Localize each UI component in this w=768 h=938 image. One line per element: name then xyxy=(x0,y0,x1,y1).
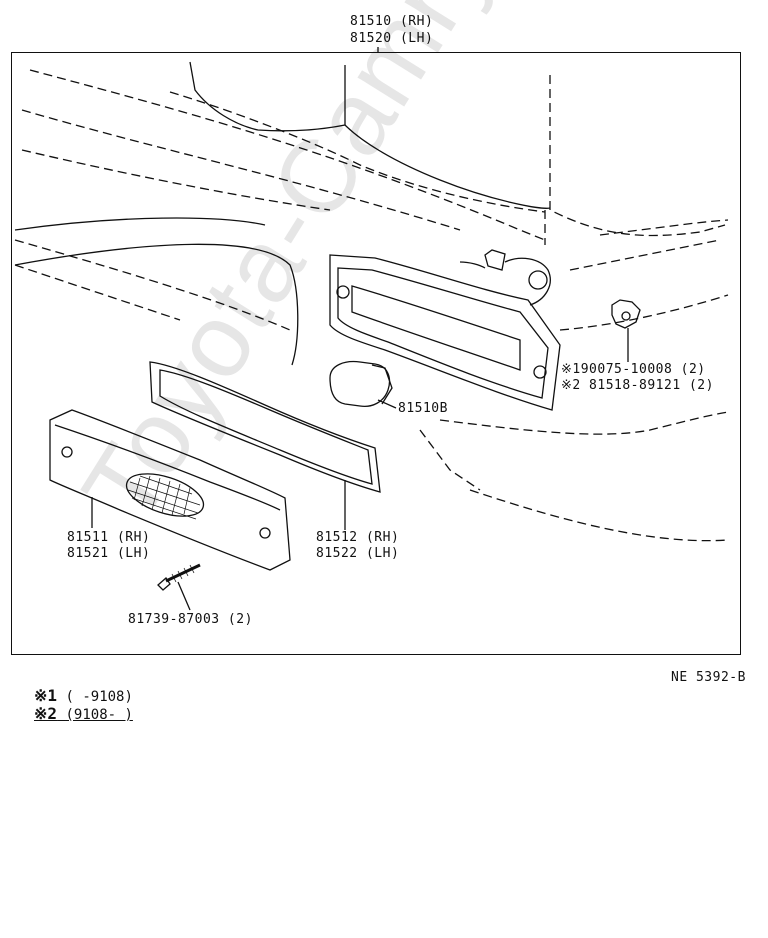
vehicle-body-outline xyxy=(14,69,729,542)
part-label-lens-rh: 81511 (RH) xyxy=(67,530,151,545)
assembly-rh-label: 81510 (RH) xyxy=(350,14,434,29)
vehicle-body-solid xyxy=(14,61,551,366)
footnote-1-text: ( -9108) xyxy=(65,689,133,705)
lens-part xyxy=(49,409,291,571)
part-label-screw: 81739-87003 (2) xyxy=(128,612,253,627)
footnote-1: ※1 ( -9108) xyxy=(34,687,133,706)
part-label-clip: ※190075-10008 (2) xyxy=(561,362,706,377)
diagram-frame xyxy=(11,52,741,655)
footnote-2-mark: ※2 xyxy=(34,704,58,723)
part-label-bulb: 81510B xyxy=(398,401,448,416)
gasket-part xyxy=(149,361,381,530)
part-label-lens-lh: 81521 (LH) xyxy=(67,546,151,561)
part-label-gasket-lh: 81522 (LH) xyxy=(316,546,400,561)
footnote-2: ※2 (9108- ) xyxy=(34,705,133,724)
part-label-clip-alt: ※2 81518-89121 (2) xyxy=(561,378,714,393)
footnote-2-text: (9108- ) xyxy=(65,707,133,723)
figure-code: NE 5392-B xyxy=(671,670,746,685)
footnote-1-mark: ※1 xyxy=(34,686,58,705)
part-label-gasket-rh: 81512 (RH) xyxy=(316,530,400,545)
lamp-housing xyxy=(329,249,561,411)
assembly-lh-label: 81520 (LH) xyxy=(350,31,434,46)
bulb-part xyxy=(329,360,397,409)
screw-part xyxy=(157,563,201,611)
clip-part xyxy=(611,299,641,362)
